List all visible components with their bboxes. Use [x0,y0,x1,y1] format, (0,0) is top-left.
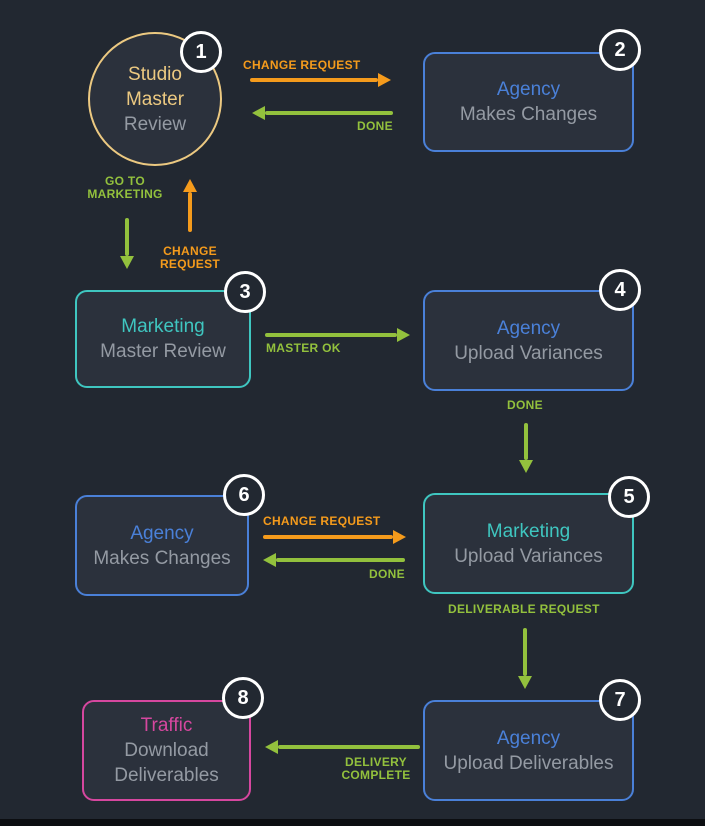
node-subtitle: Upload Variances [454,342,603,364]
node-title: Agency [496,317,561,339]
node-subtitle: Makes Changes [93,547,231,569]
node-5-marketing-upload-variances: Marketing Upload Variances [423,493,634,594]
arrow-go-to-marketing-shaft [125,218,129,256]
node-7-agency-upload-deliverables: Agency Upload Deliverables [423,700,634,801]
node-title: Agency [496,727,561,749]
arrow-done-5-6-head [263,553,276,567]
arrow-change-request-1-2-label: CHANGE REQUEST [243,58,361,72]
node-subtitle: Master Review [100,341,226,362]
node-subtitle: Upload Variances [454,545,603,567]
node-title: Traffic [140,715,193,736]
arrow-deliverable-request-label: DELIVERABLE REQUEST [448,602,600,616]
arrow-done-2-1-head [252,106,265,120]
node-2-badge: 2 [599,29,641,71]
node-8-badge: 8 [222,677,264,719]
node-6-agency-makes-changes: Agency Makes Changes [75,495,249,596]
node-5-badge: 5 [608,476,650,518]
node-subtitle: Makes Changes [459,104,598,125]
arrow-master-ok-shaft [265,333,397,337]
arrow-delivery-complete-head [265,740,278,754]
node-1-badge: 1 [180,31,222,73]
node-3-badge: 3 [224,271,266,313]
node-4-agency-upload-variances: Agency Upload Variances [423,290,634,391]
arrow-change-request-3-1-label: CHANGE REQUEST [159,244,221,271]
node-3-marketing-master-review: Marketing Master Review [75,290,251,388]
arrow-go-to-marketing-head [120,256,134,269]
arrow-change-request-6-5-shaft [263,535,393,539]
node-subtitle: Download Deliverables [114,740,219,786]
arrow-delivery-complete-label: DELIVERY COMPLETE [341,755,411,782]
arrow-deliverable-request-shaft [523,628,527,676]
bottom-edge-strip [0,819,705,826]
arrow-done-2-1-label: DONE [357,119,393,133]
arrow-change-request-3-1-shaft [188,192,192,232]
node-title: Marketing [486,520,571,542]
arrow-change-request-3-1-head [183,179,197,192]
arrow-master-ok-head [397,328,410,342]
arrow-delivery-complete-shaft [278,745,420,749]
node-4-badge: 4 [599,269,641,311]
arrow-change-request-1-2-shaft [250,78,378,82]
arrow-change-request-1-2-head [378,73,391,87]
arrow-done-4-5-shaft [524,423,528,460]
arrow-done-5-6-shaft [276,558,405,562]
arrow-done-2-1-shaft [265,111,393,115]
arrow-change-request-6-5-label: CHANGE REQUEST [263,514,381,528]
arrow-done-4-5-label: DONE [507,398,543,412]
arrow-done-5-6-label: DONE [369,567,405,581]
node-6-badge: 6 [223,474,265,516]
node-title: Studio Master [125,63,185,110]
node-title: Marketing [121,316,205,337]
node-title: Agency [130,522,194,544]
node-subtitle: Review [123,113,187,135]
arrow-master-ok-label: MASTER OK [266,341,341,355]
arrow-done-4-5-head [519,460,533,473]
arrow-go-to-marketing-label: GO TO MARKETING [87,174,163,201]
arrow-change-request-6-5-head [393,530,406,544]
arrow-deliverable-request-head [518,676,532,689]
node-subtitle: Upload Deliverables [443,752,614,774]
node-2-agency-makes-changes: Agency Makes Changes [423,52,634,152]
node-title: Agency [496,79,561,100]
node-7-badge: 7 [599,679,641,721]
node-8-traffic-download-deliverables: Traffic Download Deliverables [82,700,251,801]
